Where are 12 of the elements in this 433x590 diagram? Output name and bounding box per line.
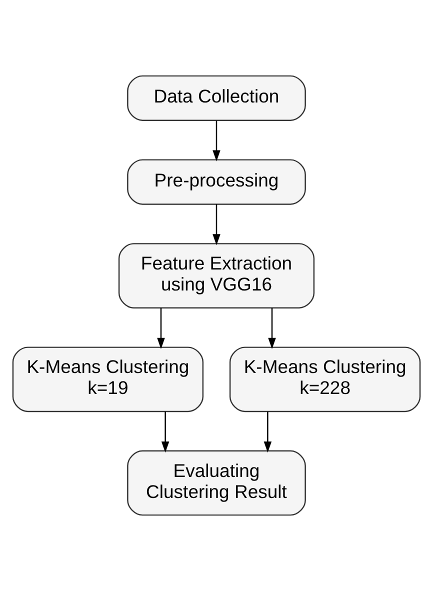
node-box: K-Means Clustering k=228: [229, 346, 421, 412]
arrow: [161, 411, 170, 452]
node-box: Evaluating Clustering Result: [127, 450, 306, 516]
node-box: Pre-processing: [127, 158, 306, 204]
node-box: Data Collection: [127, 74, 306, 120]
node-box: K-Means Clustering k=19: [12, 346, 204, 412]
arrow: [212, 120, 220, 161]
arrow: [212, 204, 220, 245]
arrow: [268, 307, 276, 349]
arrow: [157, 307, 165, 349]
node-box: Feature Extraction using VGG16: [118, 242, 315, 308]
arrow: [264, 411, 272, 452]
